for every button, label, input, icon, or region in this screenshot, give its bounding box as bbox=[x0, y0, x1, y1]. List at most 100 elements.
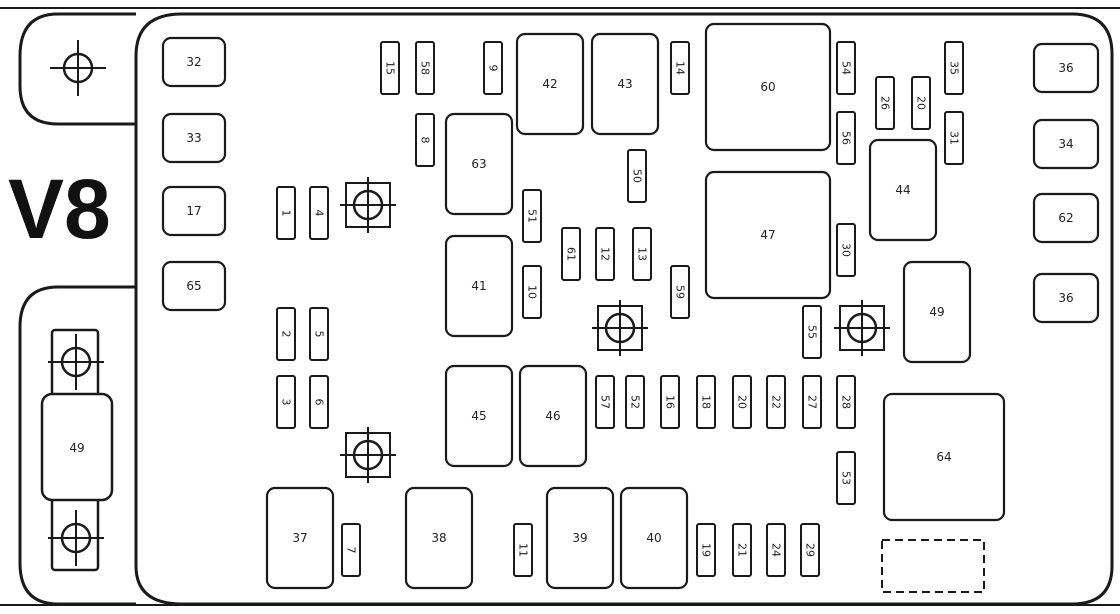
label-r36b: 36 bbox=[1058, 291, 1073, 305]
fuse-f18 bbox=[696, 375, 716, 429]
label-r44: 44 bbox=[895, 183, 910, 197]
label-f11: 11 bbox=[517, 543, 530, 557]
fuse-f4 bbox=[309, 186, 329, 240]
relay-r43 bbox=[590, 32, 660, 136]
label-f8: 8 bbox=[419, 137, 432, 144]
label-f5: 5 bbox=[313, 331, 326, 338]
relay-r33 bbox=[161, 112, 227, 164]
label-f9: 9 bbox=[487, 65, 500, 72]
fuse-f54 bbox=[836, 41, 856, 95]
label-r60: 60 bbox=[760, 80, 775, 94]
label-f6: 6 bbox=[313, 399, 326, 406]
label-r42: 42 bbox=[542, 77, 557, 91]
fuse-f2 bbox=[276, 307, 296, 361]
label-f54: 54 bbox=[840, 61, 853, 75]
mounting-point-6 bbox=[48, 334, 104, 390]
label-r65: 65 bbox=[186, 279, 201, 293]
fuse-f15 bbox=[380, 41, 400, 95]
fuse-f16 bbox=[660, 375, 680, 429]
fuse-f26 bbox=[875, 76, 895, 130]
fuse-f8 bbox=[415, 113, 435, 167]
label-f56: 56 bbox=[840, 131, 853, 145]
mounting-point-5 bbox=[340, 427, 396, 483]
fuse-f5 bbox=[309, 307, 329, 361]
fuse-f58 bbox=[415, 41, 435, 95]
mounting-point-4 bbox=[834, 300, 890, 356]
fuse-f53 bbox=[836, 451, 856, 505]
relay-r42 bbox=[515, 32, 585, 136]
fuse-f1 bbox=[276, 186, 296, 240]
label-f52: 52 bbox=[629, 395, 642, 409]
label-f14: 14 bbox=[674, 61, 687, 75]
label-f58: 58 bbox=[419, 61, 432, 75]
mega-fuse bbox=[40, 328, 114, 572]
fuse-f51 bbox=[522, 189, 542, 243]
fuse-f3 bbox=[276, 375, 296, 429]
relay-r36b bbox=[1032, 272, 1100, 324]
fuse-f28 bbox=[836, 375, 856, 429]
label-f61: 61 bbox=[565, 247, 578, 261]
label-f16: 16 bbox=[664, 395, 677, 409]
fuse-f6 bbox=[309, 375, 329, 429]
relay-r37 bbox=[265, 486, 335, 590]
label-r46: 46 bbox=[545, 409, 560, 423]
fuse-f11 bbox=[513, 523, 533, 577]
fuse-f35 bbox=[944, 41, 964, 95]
relay-r60 bbox=[704, 22, 832, 152]
label-r63: 63 bbox=[471, 157, 486, 171]
label-r47: 47 bbox=[760, 228, 775, 242]
mounting-point-3 bbox=[592, 300, 648, 356]
mounting-point-2 bbox=[340, 177, 396, 233]
fuse-f22 bbox=[766, 375, 786, 429]
relay-r32 bbox=[161, 36, 227, 88]
label-f29: 29 bbox=[804, 543, 817, 557]
label-f59: 59 bbox=[674, 285, 687, 299]
fuse-f29 bbox=[800, 523, 820, 577]
label-f57: 57 bbox=[599, 395, 612, 409]
fuse-f10 bbox=[522, 265, 542, 319]
label-f26: 26 bbox=[879, 96, 892, 110]
label-f31: 31 bbox=[948, 131, 961, 145]
relay-r62 bbox=[1032, 192, 1100, 244]
relay-r63 bbox=[444, 112, 514, 216]
label-mega-fuse: 49 bbox=[69, 441, 84, 455]
relay-r46 bbox=[518, 364, 588, 468]
label-r38: 38 bbox=[431, 531, 446, 545]
fuse-f21 bbox=[732, 523, 752, 577]
label-r43: 43 bbox=[617, 77, 632, 91]
fuse-f31 bbox=[944, 111, 964, 165]
board-outline bbox=[0, 7, 1120, 606]
fuse-f14 bbox=[670, 41, 690, 95]
label-r33: 33 bbox=[186, 131, 201, 145]
fuse-f13 bbox=[632, 227, 652, 281]
fuse-f20b bbox=[732, 375, 752, 429]
label-f18: 18 bbox=[700, 395, 713, 409]
label-f4: 4 bbox=[313, 210, 326, 217]
relay-r39 bbox=[545, 486, 615, 590]
relay-r47 bbox=[704, 170, 832, 300]
mounting-point-1 bbox=[50, 40, 106, 96]
label-f13: 13 bbox=[636, 247, 649, 261]
relay-r49 bbox=[902, 260, 972, 364]
label-r62: 62 bbox=[1058, 211, 1073, 225]
label-f50: 50 bbox=[631, 169, 644, 183]
label-f21: 21 bbox=[736, 543, 749, 557]
fuse-f61 bbox=[561, 227, 581, 281]
relay-r17 bbox=[161, 185, 227, 237]
empty-slot bbox=[881, 539, 985, 593]
label-f30: 30 bbox=[840, 243, 853, 257]
label-f24: 24 bbox=[770, 543, 783, 557]
fuse-f30 bbox=[836, 223, 856, 277]
label-f1: 1 bbox=[280, 210, 293, 217]
fuse-f59 bbox=[670, 265, 690, 319]
label-f2: 2 bbox=[280, 331, 293, 338]
relay-r45 bbox=[444, 364, 514, 468]
relay-r40 bbox=[619, 486, 689, 590]
relay-r44 bbox=[868, 138, 938, 242]
label-r64: 64 bbox=[936, 450, 951, 464]
fuse-f50 bbox=[627, 149, 647, 203]
label-f28: 28 bbox=[840, 395, 853, 409]
fuse-f20 bbox=[911, 76, 931, 130]
